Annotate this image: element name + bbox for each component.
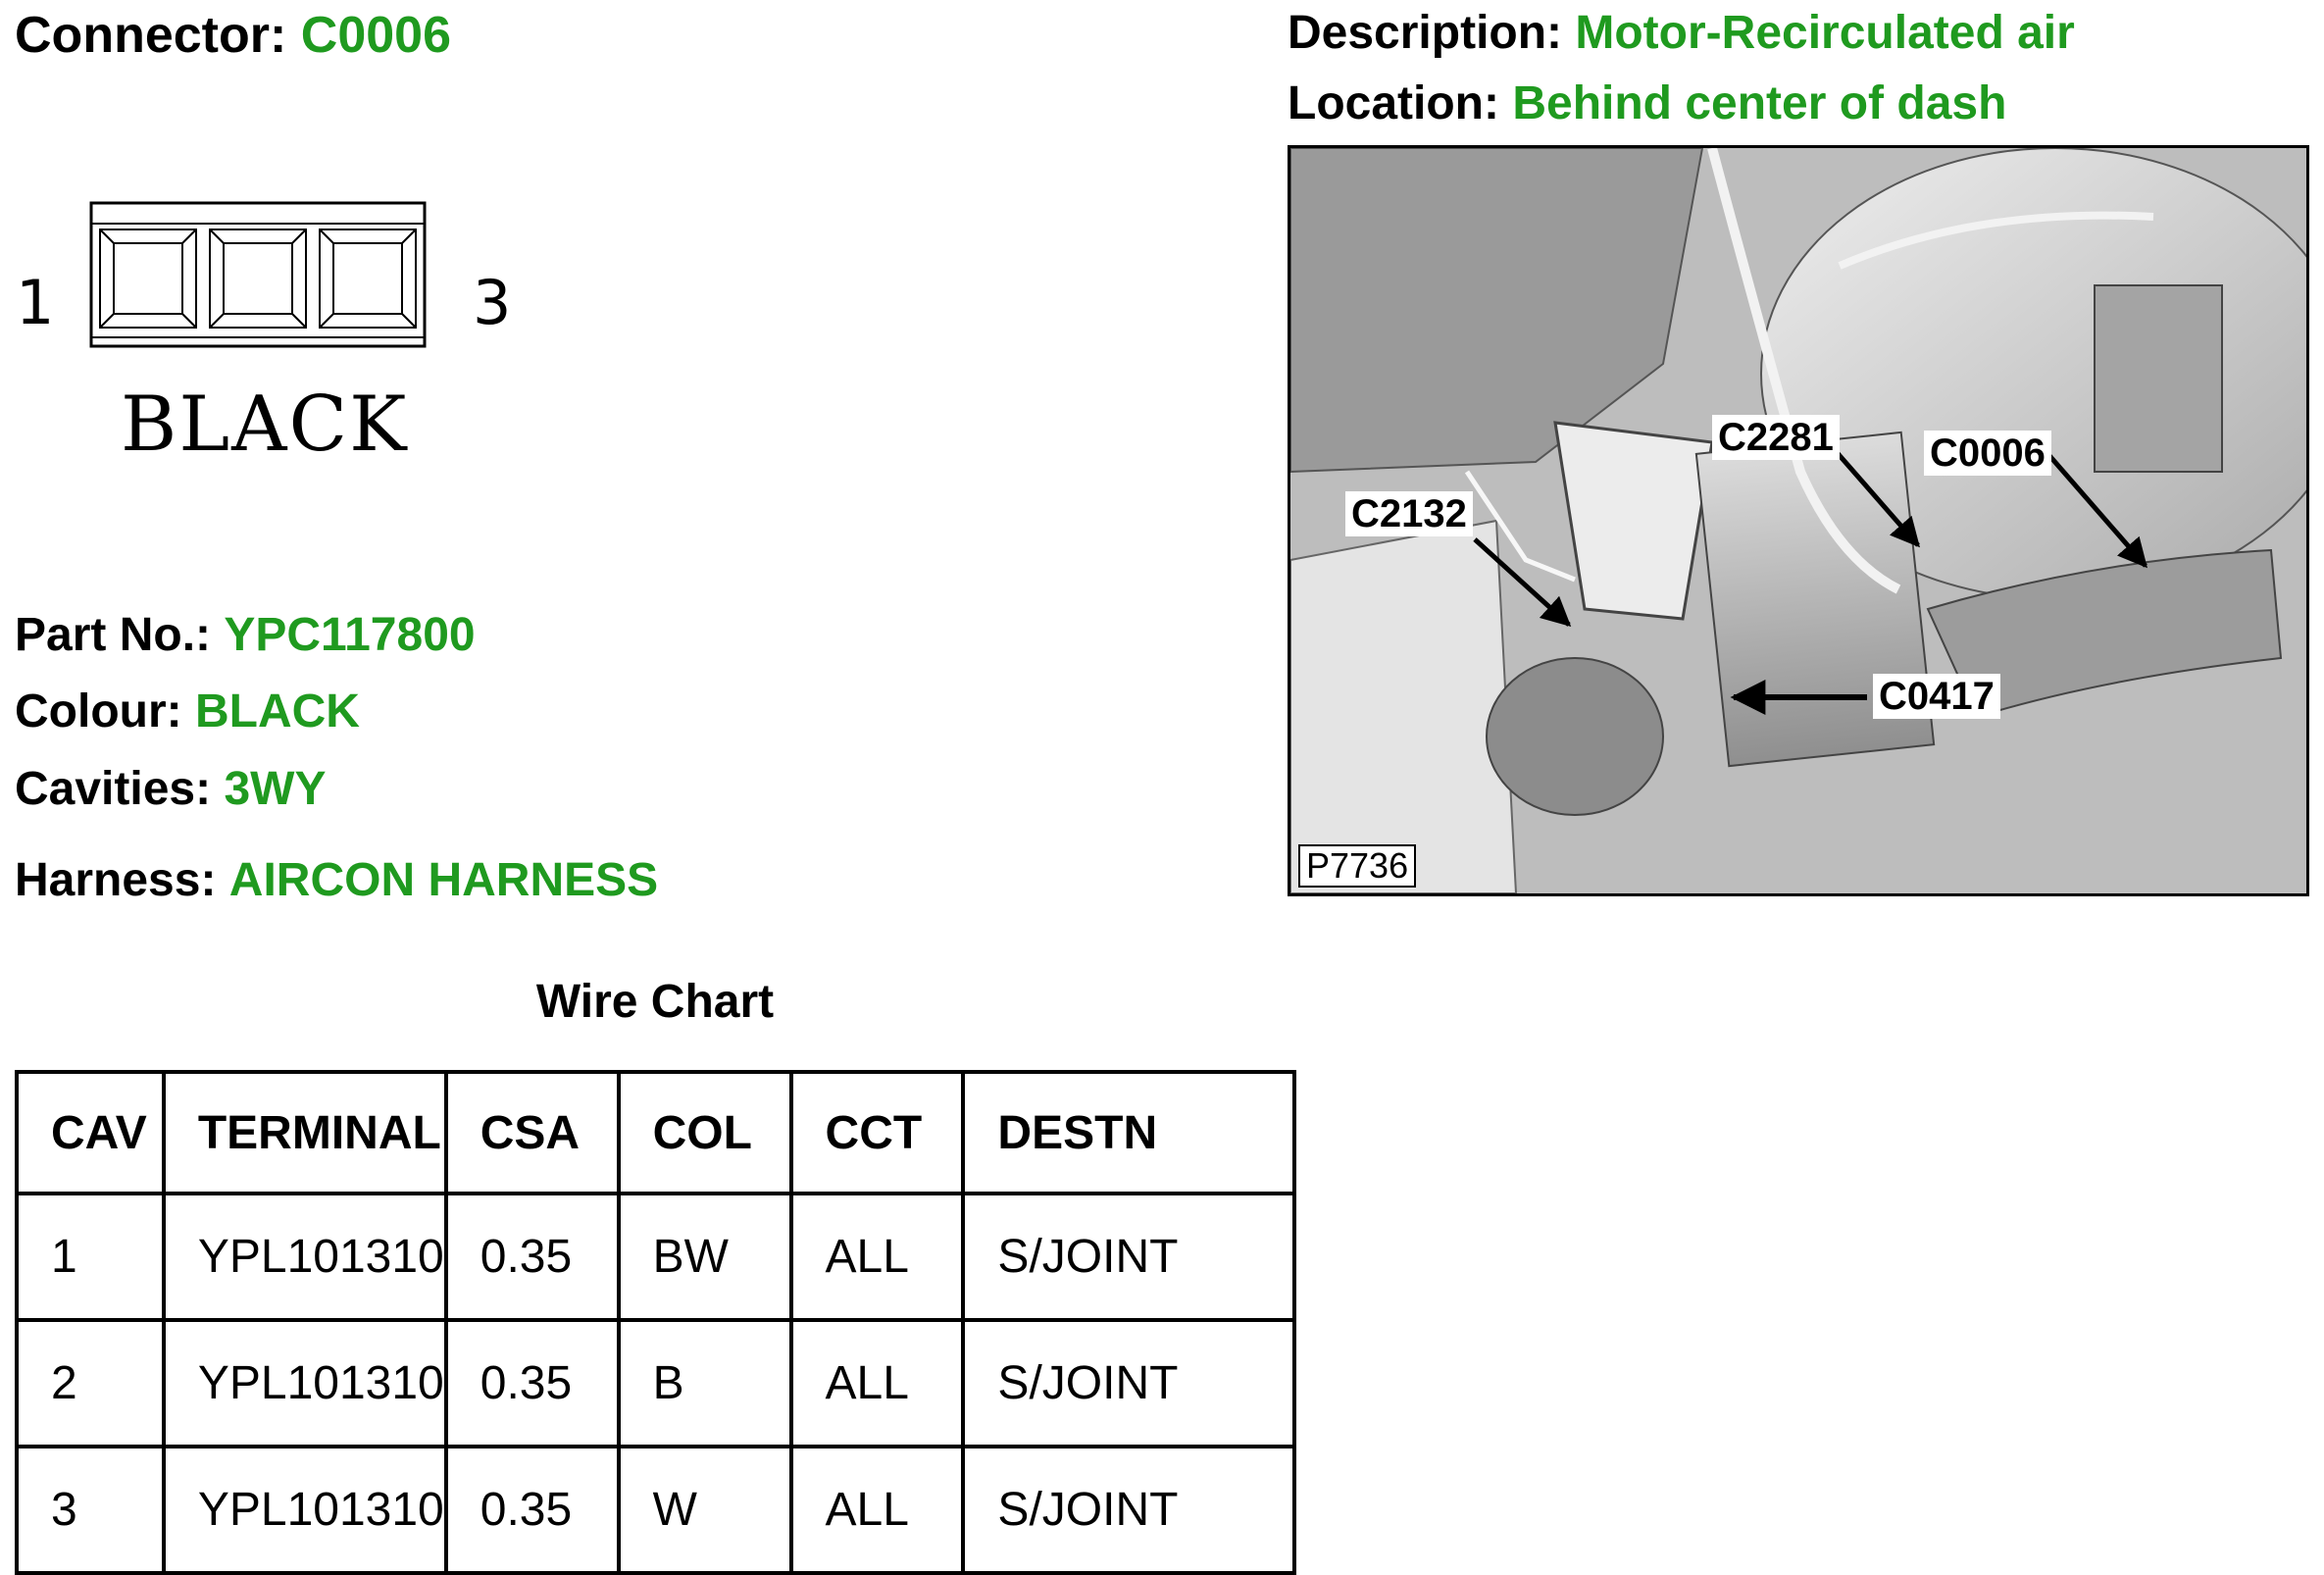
header-col: COL <box>616 1070 793 1195</box>
callout-c0417: C0417 <box>1873 674 2000 719</box>
callout-c2132: C2132 <box>1345 491 1473 536</box>
colour-value: BLACK <box>194 686 360 737</box>
cell-destn: S/JOINT <box>961 1445 1296 1575</box>
part-number-value: YPC117800 <box>224 609 476 661</box>
dashboard-illustration <box>1290 148 2306 893</box>
cavities-field: Cavities: 3WY <box>15 762 326 816</box>
header-cct: CCT <box>788 1070 966 1195</box>
cell-cav: 1 <box>15 1192 166 1322</box>
cell-col: BW <box>616 1192 793 1322</box>
cell-cct: ALL <box>788 1445 966 1575</box>
header-destn: DESTN <box>961 1070 1296 1195</box>
part-number-field: Part No.: YPC117800 <box>15 608 476 662</box>
description-value: Motor-Recirculated air <box>1575 7 2075 59</box>
colour-label: Colour: <box>15 686 182 737</box>
header-terminal: TERMINAL <box>161 1070 448 1195</box>
wire-chart-table: CAV TERMINAL CSA COL CCT DESTN 1 YPL1013… <box>15 1070 1296 1575</box>
pin-number-last: 3 <box>473 267 512 338</box>
cell-col: W <box>616 1445 793 1575</box>
header-cav: CAV <box>15 1070 166 1195</box>
connector-field: Connector: C0006 <box>15 6 451 65</box>
cell-terminal: YPL101310 <box>161 1445 448 1575</box>
description-label: Description: <box>1288 7 1563 59</box>
cell-cav: 2 <box>15 1318 166 1448</box>
location-value: Behind center of dash <box>1512 77 2007 129</box>
cell-csa: 0.35 <box>443 1445 621 1575</box>
harness-field: Harness: AIRCON HARNESS <box>15 853 658 907</box>
table-row: 1 YPL101310 0.35 BW ALL S/JOINT <box>15 1192 1296 1322</box>
cell-cct: ALL <box>788 1318 966 1448</box>
colour-field: Colour: BLACK <box>15 685 360 738</box>
cell-terminal: YPL101310 <box>161 1318 448 1448</box>
cell-csa: 0.35 <box>443 1318 621 1448</box>
cell-cct: ALL <box>788 1192 966 1322</box>
cell-cav: 3 <box>15 1445 166 1575</box>
location-field: Location: Behind center of dash <box>1288 76 2006 130</box>
pin-number-first: 1 <box>16 267 55 338</box>
connector-label: Connector: <box>15 7 287 64</box>
wire-chart-header-row: CAV TERMINAL CSA COL CCT DESTN <box>15 1070 1296 1195</box>
table-row: 2 YPL101310 0.35 B ALL S/JOINT <box>15 1318 1296 1448</box>
table-row: 3 YPL101310 0.35 W ALL S/JOINT <box>15 1445 1296 1575</box>
description-field: Description: Motor-Recirculated air <box>1288 6 2075 60</box>
header-csa: CSA <box>443 1070 621 1195</box>
harness-value: AIRCON HARNESS <box>228 854 659 906</box>
callout-c0006: C0006 <box>1924 431 2051 476</box>
cell-terminal: YPL101310 <box>161 1192 448 1322</box>
connector-colour-text: BLACK <box>121 381 409 469</box>
figure-reference: P7736 <box>1298 844 1417 888</box>
cell-csa: 0.35 <box>443 1192 621 1322</box>
location-label: Location: <box>1288 77 1499 129</box>
cell-destn: S/JOINT <box>961 1318 1296 1448</box>
location-photo: C2132 C2281 C0006 C0417 P7736 <box>1288 145 2309 896</box>
connector-value: C0006 <box>300 7 452 64</box>
cavities-label: Cavities: <box>15 763 212 815</box>
wire-chart-title: Wire Chart <box>535 976 775 1028</box>
harness-label: Harness: <box>15 854 217 906</box>
callout-c2281: C2281 <box>1712 415 1840 460</box>
cell-col: B <box>616 1318 793 1448</box>
part-number-label: Part No.: <box>15 609 212 661</box>
cell-destn: S/JOINT <box>961 1192 1296 1322</box>
connector-face-drawing <box>89 201 427 348</box>
cavities-value: 3WY <box>224 763 327 815</box>
